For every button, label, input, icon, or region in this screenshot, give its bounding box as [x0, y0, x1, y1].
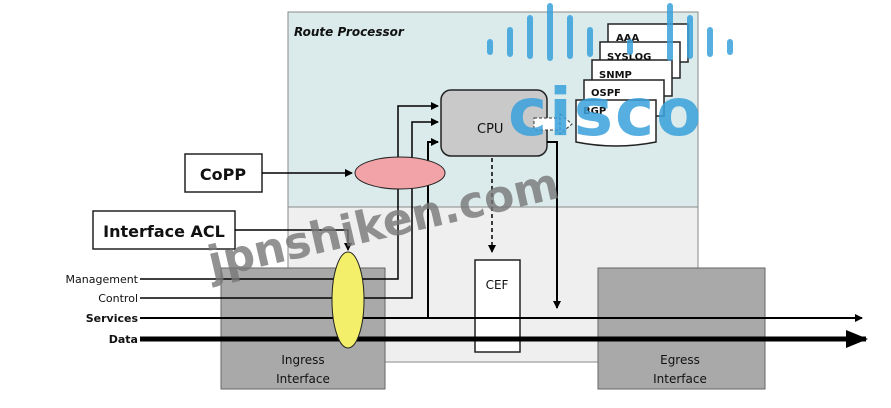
egress-label-line2: Interface: [653, 372, 707, 386]
interface-acl-oval: [331, 251, 365, 349]
interface-acl-label-box: [92, 210, 236, 250]
stack-item-syslog: SYSLOG: [607, 52, 651, 63]
stack-item-bgp: BGP: [583, 106, 606, 117]
copp-label-box: [184, 153, 263, 193]
stack-item-aaa: AAA: [616, 33, 639, 44]
cpu-to-services-path: [547, 141, 561, 309]
stack-item-snmp: SNMP: [599, 70, 632, 81]
cisco-logo-watermark: cisco: [487, 3, 733, 151]
cisco-wordmark: cisco: [508, 74, 704, 151]
route-processor-title: Route Processor: [294, 25, 405, 39]
copp-label: CoPP: [200, 165, 246, 184]
stack-item-ospf: OSPF: [591, 88, 621, 99]
management-path: [140, 102, 439, 280]
cisco-bars: [487, 3, 733, 61]
ingress-label-line2: Interface: [276, 372, 330, 386]
egress-interface: [597, 267, 766, 390]
plane-label-data: Data: [109, 333, 138, 346]
copp-policy-oval: [354, 156, 446, 190]
plane-label-management: Management: [66, 273, 139, 286]
control-protocol-stack: AAA SYSLOG SNMP OSPF BGP: [575, 23, 689, 147]
plane-label-control: Control: [98, 292, 138, 305]
ingress-label-line1: Ingress: [281, 353, 324, 367]
plane-label-services: Services: [86, 312, 139, 325]
egress-label-line1: Egress: [660, 353, 700, 367]
services-to-cpu-path: [427, 138, 439, 318]
interface-acl-label: Interface ACL: [103, 222, 225, 241]
cpu-label: CPU: [477, 122, 503, 137]
cef-label: CEF: [486, 278, 509, 292]
control-path: [140, 118, 439, 299]
interface-acl-connector: [235, 229, 352, 251]
